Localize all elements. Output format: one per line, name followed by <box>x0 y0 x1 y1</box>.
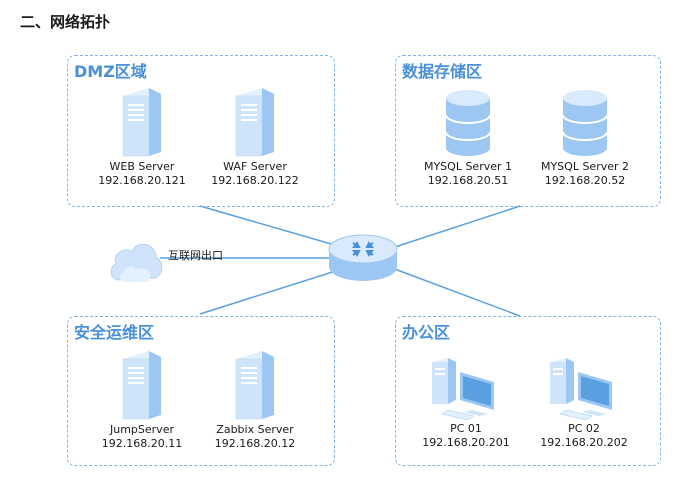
node-name: MYSQL Server 2 <box>540 160 630 173</box>
database-icon <box>562 90 608 156</box>
zone-storage: 数据存储区 <box>395 55 661 207</box>
zone-ops: 安全运维区 <box>67 316 335 466</box>
cloud-icon <box>110 243 163 282</box>
zone-dmz: DMZ区域 <box>67 55 335 207</box>
node-jumpserver[interactable]: JumpServer 192.168.20.11 <box>82 349 202 451</box>
node-pc-01[interactable]: PC 01 192.168.20.201 <box>406 354 526 450</box>
node-zabbix-server[interactable]: Zabbix Server 192.168.20.12 <box>195 349 315 451</box>
node-ip: 192.168.20.121 <box>98 174 186 187</box>
node-name: PC 02 <box>568 422 600 435</box>
node-ip: 192.168.20.52 <box>544 174 626 187</box>
node-ip: 192.168.20.122 <box>211 174 299 187</box>
node-name: Zabbix Server <box>216 423 294 436</box>
router-icon[interactable] <box>327 229 399 287</box>
link-dmz <box>199 205 346 249</box>
node-ip: 192.168.20.202 <box>540 436 628 449</box>
tower-server-icon <box>122 88 161 157</box>
node-ip: 192.168.20.51 <box>427 174 509 187</box>
node-mysql-server-2[interactable]: MYSQL Server 2 192.168.20.52 <box>525 88 645 188</box>
node-web-server[interactable]: WEB Server 192.168.20.121 <box>82 86 202 188</box>
tower-server-icon <box>122 351 161 420</box>
link-office <box>391 267 521 317</box>
tower-server-icon <box>235 88 274 157</box>
node-name: WEB Server <box>109 160 175 173</box>
database-icon <box>445 90 491 156</box>
zone-title-storage: 数据存储区 <box>402 62 483 81</box>
page-title: 二、网络拓扑 <box>20 13 111 31</box>
node-waf-server[interactable]: WAF Server 192.168.20.122 <box>195 86 315 188</box>
node-name: JumpServer <box>110 423 174 436</box>
link-storage <box>391 205 521 249</box>
node-mysql-server-1[interactable]: MYSQL Server 1 192.168.20.51 <box>408 88 528 188</box>
node-ip: 192.168.20.11 <box>101 437 183 450</box>
desktop-pc-icon <box>432 358 494 420</box>
internet-label: 互联网出口 <box>168 249 223 262</box>
node-pc-02[interactable]: PC 02 192.168.20.202 <box>524 354 644 450</box>
zone-title-ops: 安全运维区 <box>74 323 155 342</box>
zone-office: 办公区 <box>395 316 661 466</box>
node-ip: 192.168.20.201 <box>422 436 510 449</box>
zone-title-dmz: DMZ区域 <box>74 62 147 81</box>
node-name: WAF Server <box>223 160 287 173</box>
desktop-pc-icon <box>550 358 612 420</box>
zone-title-office: 办公区 <box>402 323 451 342</box>
node-name: MYSQL Server 1 <box>423 160 513 173</box>
node-ip: 192.168.20.12 <box>214 437 296 450</box>
tower-server-icon <box>235 351 274 420</box>
node-name: PC 01 <box>450 422 482 435</box>
link-ops <box>199 267 346 315</box>
